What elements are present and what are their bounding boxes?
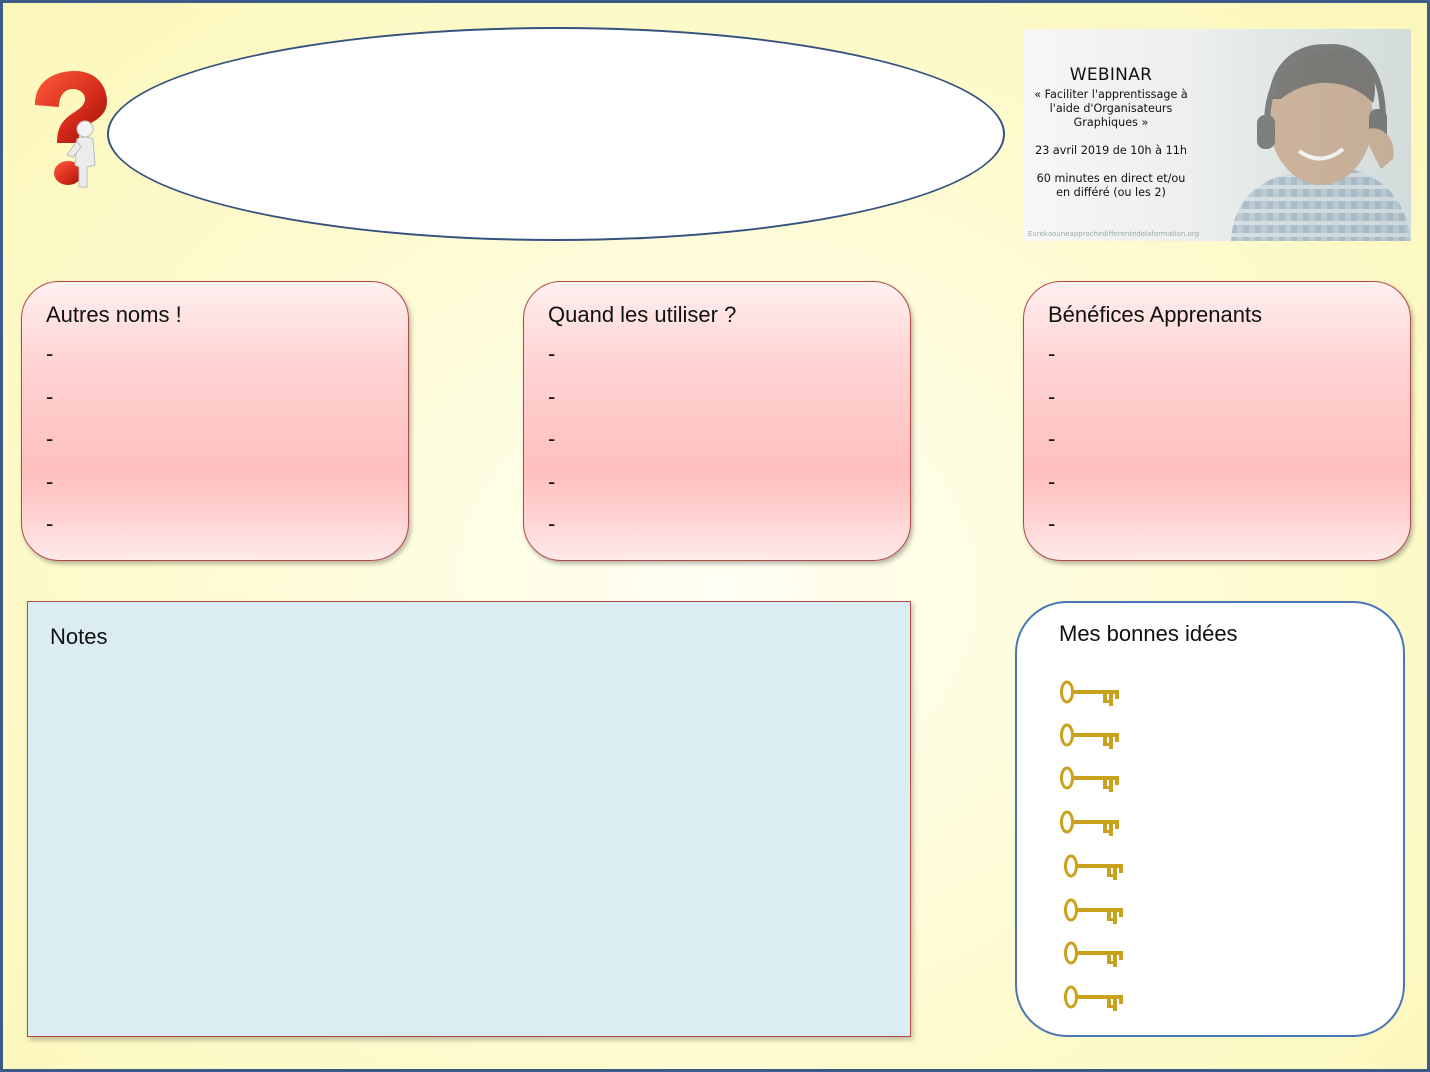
webinar-credit: Eurekaouneapprochedifferentedelaformatio… — [1028, 230, 1200, 238]
list-item[interactable]: - — [1048, 383, 1056, 409]
list-item[interactable]: - — [1048, 426, 1056, 451]
box-title: Autres noms ! — [46, 302, 182, 327]
webinar-banner: WEBINAR « Faciliter l'apprentissage à l'… — [1023, 29, 1411, 241]
dash-list: - - - - - — [46, 342, 53, 555]
benefices-apprenants-box[interactable]: Bénéfices Apprenants - - - - - — [1023, 281, 1411, 561]
dash-list: - - - - - — [1048, 342, 1055, 555]
notes-box[interactable]: Notes — [27, 601, 911, 1037]
box-title: Quand les utiliser ? — [548, 302, 737, 327]
autres-noms-box[interactable]: Autres noms ! - - - - - — [21, 281, 409, 561]
list-item[interactable]: - — [548, 383, 556, 409]
mes-bonnes-idees-box[interactable]: Mes bonnes idées — [1015, 601, 1405, 1037]
golden-key-icon[interactable] — [1063, 984, 1127, 1014]
golden-key-icon[interactable] — [1059, 722, 1123, 752]
question-mark-figure-icon — [35, 71, 107, 188]
topic-title-ellipse[interactable] — [107, 27, 1005, 241]
list-item[interactable]: - — [46, 341, 54, 366]
list-item[interactable]: - — [548, 341, 556, 366]
list-item[interactable]: - — [1048, 468, 1056, 494]
ideas-title: Mes bonnes idées — [1059, 621, 1238, 646]
box-title: Bénéfices Apprenants — [1048, 302, 1263, 327]
list-item[interactable]: - — [1048, 511, 1056, 536]
webinar-subtitle-line: « Faciliter l'apprentissage à — [1034, 88, 1188, 101]
dash-list: - - - - - — [548, 342, 555, 555]
webinar-text-block: WEBINAR « Faciliter l'apprentissage à l'… — [1023, 65, 1199, 200]
list-item[interactable]: - — [548, 468, 556, 494]
webinar-date: 23 avril 2019 de 10h à 11h — [1035, 144, 1187, 157]
webinar-subtitle-line: l'aide d'Organisateurs — [1049, 102, 1173, 115]
quand-les-utiliser-box[interactable]: Quand les utiliser ? - - - - - — [523, 281, 911, 561]
webinar-format-line: 60 minutes en direct et/ou — [1036, 172, 1186, 185]
notes-label: Notes — [50, 624, 108, 649]
list-item[interactable]: - — [46, 426, 54, 451]
golden-key-icon[interactable] — [1063, 853, 1127, 883]
list-item[interactable]: - — [46, 511, 54, 536]
golden-key-icon[interactable] — [1059, 679, 1123, 709]
list-item[interactable]: - — [548, 426, 556, 451]
man-with-headphones-photo — [1231, 43, 1411, 241]
list-item[interactable]: - — [1048, 341, 1056, 366]
golden-key-icon[interactable] — [1059, 809, 1123, 839]
webinar-format-line: en différé (ou les 2) — [1056, 186, 1166, 199]
list-item[interactable]: - — [46, 468, 54, 494]
list-item[interactable]: - — [46, 383, 54, 409]
golden-key-icon[interactable] — [1063, 940, 1127, 970]
webinar-title: WEBINAR — [1069, 65, 1153, 85]
webinar-subtitle-line: Graphiques » — [1073, 116, 1149, 129]
golden-key-icon[interactable] — [1063, 897, 1127, 927]
list-item[interactable]: - — [548, 511, 556, 536]
golden-key-icon[interactable] — [1059, 765, 1123, 795]
